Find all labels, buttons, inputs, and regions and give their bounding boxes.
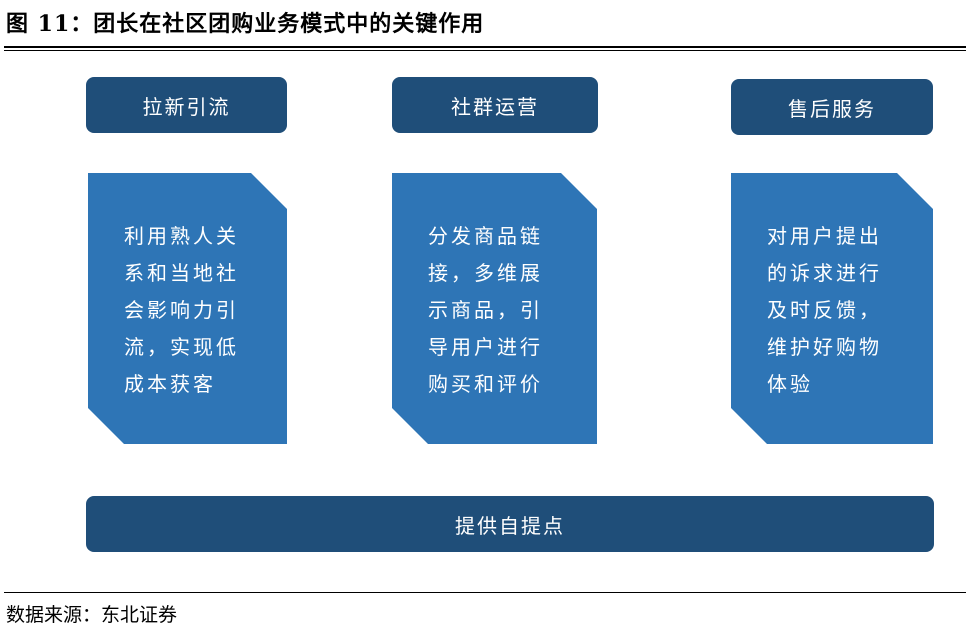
body-line: 示商品，引 — [428, 298, 543, 322]
header-shequn-yunying: 社群运营 — [392, 77, 598, 133]
body-line: 流，实现低 — [124, 335, 239, 359]
body-line: 的诉求进行 — [767, 261, 882, 285]
title-divider — [4, 46, 966, 48]
body-line: 系和当地社 — [124, 261, 239, 285]
body-line: 及时反馈， — [767, 298, 882, 322]
title-divider-thin — [4, 50, 966, 51]
body-line: 体验 — [767, 372, 813, 396]
header-lakai-yinliu: 拉新引流 — [86, 77, 287, 133]
body-box-1: 利用熟人关 系和当地社 会影响力引 流，实现低 成本获客 — [88, 173, 287, 444]
body-line: 对用户提出 — [767, 224, 882, 248]
data-source: 数据来源：东北证券 — [6, 604, 178, 626]
body-line: 利用熟人关 — [124, 224, 239, 248]
body-line: 维护好购物 — [767, 335, 882, 359]
body-line: 购买和评价 — [428, 372, 543, 396]
body-line: 分发商品链 — [428, 224, 543, 248]
body-box-2: 分发商品链 接，多维展 示商品，引 导用户进行 购买和评价 — [392, 173, 597, 444]
header-shouhou-fuwu: 售后服务 — [731, 79, 933, 135]
bottom-bar-pickup-point: 提供自提点 — [86, 496, 934, 552]
body-line: 会影响力引 — [124, 298, 239, 322]
body-line: 成本获客 — [124, 372, 216, 396]
figure-title: 图 11：团长在社区团购业务模式中的关键作用 — [6, 11, 485, 37]
footer-divider — [4, 592, 966, 593]
body-box-3: 对用户提出 的诉求进行 及时反馈， 维护好购物 体验 — [731, 173, 933, 444]
body-line: 导用户进行 — [428, 335, 543, 359]
body-line: 接，多维展 — [428, 261, 543, 285]
